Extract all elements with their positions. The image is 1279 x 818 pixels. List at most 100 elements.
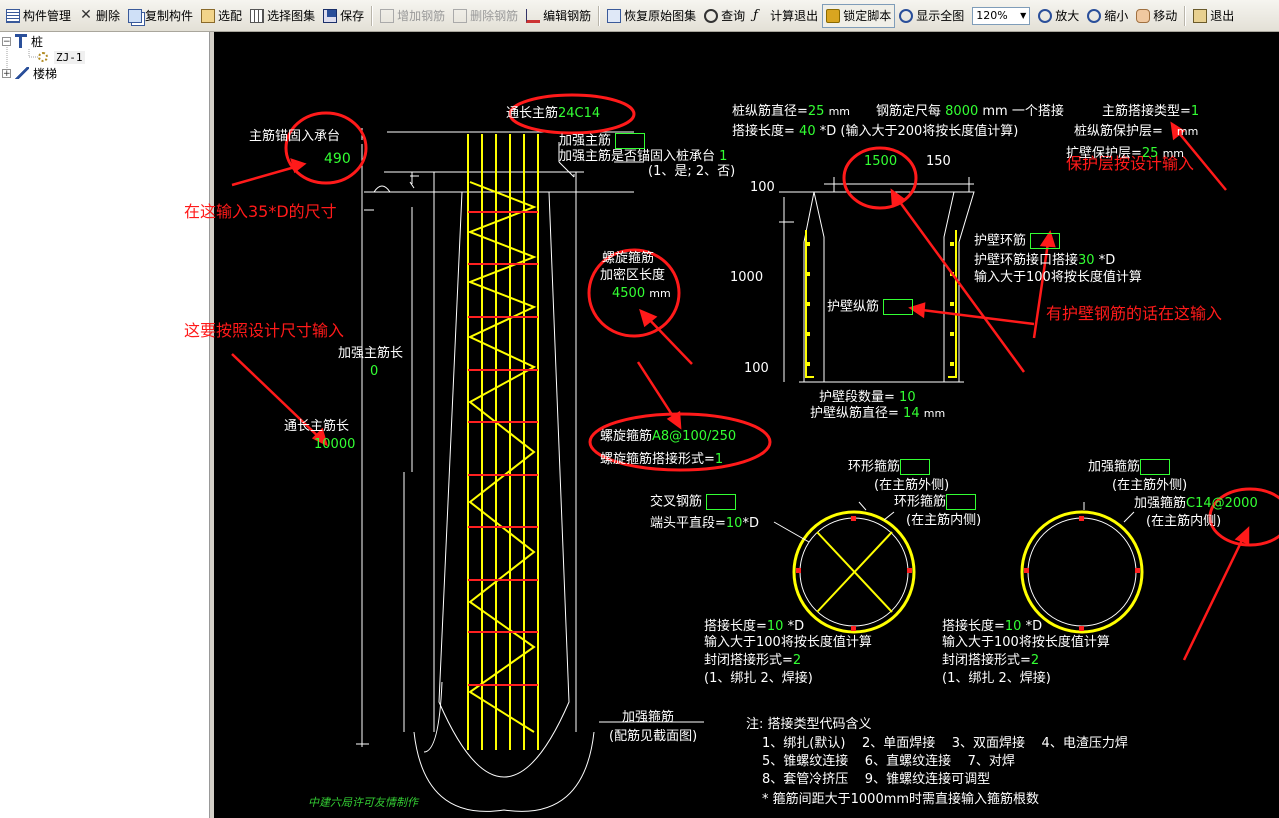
dense-zone-value[interactable]: 4500: [612, 286, 646, 301]
inside-main-2: (在主筋内侧): [1146, 514, 1222, 529]
lock-script-button[interactable]: 锁定脚本: [822, 3, 896, 28]
wall-long-dia-value[interactable]: 14: [903, 406, 920, 421]
function-icon: ƒ: [753, 7, 758, 23]
cross-section-2: [1020, 502, 1144, 634]
strength-bar-input[interactable]: [615, 133, 646, 149]
main-lap-type-value[interactable]: 1: [1190, 104, 1200, 119]
zoom-out-icon: [1087, 8, 1102, 23]
lap-len-row: 搭接长度= 40 *D (输入大于200将按长度值计算): [732, 124, 1019, 139]
tree-node-zj1[interactable]: ZJ-1: [38, 49, 85, 65]
strength-main-len-value[interactable]: 0: [370, 364, 379, 379]
wall-ring-input[interactable]: [1030, 233, 1061, 249]
strength-stirrup-outer-input[interactable]: [1140, 459, 1171, 475]
add-rebar-button[interactable]: 增加钢筋: [376, 4, 449, 28]
anchor-label: 主筋锚固入承台: [249, 129, 341, 144]
wall-ring-lap-value[interactable]: 30: [1078, 253, 1095, 268]
lap-len2-value[interactable]: 10: [1004, 619, 1022, 634]
strength-stirrup-value[interactable]: C14@2000: [1186, 496, 1258, 511]
drawing-canvas[interactable]: 通长主筋24C14 主筋锚固入承台 490 加强主筋 加强主筋是否锚固入桩承台 …: [184, 32, 1279, 818]
wall-long-input[interactable]: [883, 299, 914, 315]
main-rebars: [467, 134, 539, 750]
through-len-value[interactable]: 10000: [314, 437, 356, 452]
delete-rebar-icon: [453, 8, 468, 23]
strength-anchor-value[interactable]: 1: [719, 149, 728, 164]
cross-section-1: [773, 501, 916, 634]
end-straight-value[interactable]: 10: [725, 516, 743, 531]
lap-len-value[interactable]: 40: [799, 124, 816, 139]
query-button[interactable]: 查询: [700, 4, 749, 28]
cross-bar-row: 交叉钢筋: [650, 494, 737, 510]
lap-note1: 输入大于100将按长度值计算: [704, 635, 872, 650]
closed-lap1-value[interactable]: 2: [792, 653, 802, 668]
copy-component-button[interactable]: 复制构件: [124, 4, 197, 28]
strength-anchor-options: (1、是; 2、否): [648, 164, 736, 179]
fixed-len-row: 钢筋定尺每 8000 mm 一个搭接: [876, 104, 1064, 119]
spiral-lap-value[interactable]: 1: [714, 452, 724, 467]
ring-stirrup-outer-input[interactable]: [900, 459, 931, 475]
delete-x-icon: ✕: [80, 6, 92, 23]
main-toolbar: 构件管理 ✕删除 复制构件 选配 选择图集 保存 增加钢筋 删除钢筋 编辑钢筋 …: [0, 0, 1279, 32]
dense-zone-label: 加密区长度: [600, 268, 666, 283]
note-line4: * 箍筋间距大于1000mm时需直接输入箍筋根数: [762, 792, 1040, 807]
save-button[interactable]: 保存: [319, 4, 368, 28]
wall-section: [779, 177, 975, 383]
delete-button[interactable]: ✕删除: [80, 6, 121, 24]
tree-node-stairs[interactable]: + 楼梯: [2, 66, 58, 81]
gear-icon: [38, 52, 48, 62]
component-tree: − 桩 ZJ-1 + 楼梯: [0, 32, 210, 818]
spiral-label: 螺旋箍筋: [602, 251, 655, 266]
fixed-len-value[interactable]: 8000: [945, 104, 979, 119]
delete-rebar-button[interactable]: 删除钢筋: [449, 4, 522, 28]
select-config-button[interactable]: 选配: [197, 4, 246, 28]
note-design-size: 这要按照设计尺寸输入: [184, 321, 345, 340]
dim-1500[interactable]: 1500: [864, 154, 898, 169]
pile-cover-row: 桩纵筋保护层=mm: [1074, 124, 1199, 139]
pile-dia-row: 桩纵筋直径=25 mm: [732, 104, 851, 119]
zoom-level-select[interactable]: 120%▼: [972, 6, 1031, 25]
dim-150: 150: [926, 154, 951, 169]
restore-drawing-button[interactable]: 恢复原始图集: [603, 4, 700, 28]
expand-toggle-icon[interactable]: +: [2, 68, 11, 79]
toolbar-separator: [598, 5, 601, 26]
exit-door-icon: [1193, 8, 1208, 23]
chevron-down-icon: ▼: [1020, 11, 1027, 20]
cross-bar-input[interactable]: [706, 494, 737, 510]
section-note: (配筋见截面图): [609, 729, 698, 744]
closed-lap2-value[interactable]: 2: [1030, 653, 1040, 668]
pile-dia-value[interactable]: 25: [807, 104, 825, 119]
strength-stirrups: [468, 211, 538, 686]
closed-lap1-row: 封闭搭接形式=2: [704, 653, 802, 668]
copy-icon: [128, 8, 143, 23]
ring-stirrup-inner-input[interactable]: [946, 494, 977, 510]
exit-button[interactable]: 退出: [1189, 4, 1238, 28]
closed-lap2-options: (1、绑扎 2、焊接): [942, 671, 1051, 686]
wall-count-value[interactable]: 10: [899, 390, 916, 405]
move-button[interactable]: 移动: [1132, 4, 1181, 28]
component-mgmt-button[interactable]: 构件管理: [2, 4, 75, 28]
show-all-button[interactable]: 显示全图: [895, 4, 968, 28]
spiral-stirrup: [467, 181, 537, 733]
spiral-bar-value[interactable]: A8@100/250: [652, 429, 737, 444]
lap-len1-value[interactable]: 10: [766, 619, 784, 634]
magnifier-plus-icon: [899, 8, 914, 23]
edit-rebar-button[interactable]: 编辑钢筋: [522, 4, 595, 28]
wall-ring-row: 护壁环筋: [974, 233, 1061, 249]
zoom-out-button[interactable]: 缩小: [1083, 4, 1132, 28]
note-line3: 8、套管冷挤压 9、锥螺纹连接可调型: [762, 772, 991, 787]
select-drawing-button[interactable]: 选择图集: [246, 4, 319, 28]
closed-lap1-options: (1、绑扎 2、焊接): [704, 671, 813, 686]
anchor-value[interactable]: 490: [324, 151, 351, 167]
toolbar-separator: [371, 5, 374, 26]
pane-splitter[interactable]: [210, 32, 214, 818]
through-main-bar-value[interactable]: 24C14: [558, 106, 601, 121]
strength-stirrup-row-1: 加强箍筋: [1088, 459, 1171, 475]
collapse-toggle-icon[interactable]: −: [2, 36, 11, 47]
closed-lap2-row: 封闭搭接形式=2: [942, 653, 1040, 668]
zoom-in-button[interactable]: 放大: [1034, 4, 1083, 28]
restore-icon: [607, 8, 622, 23]
expand-cover-value[interactable]: 25: [1141, 146, 1159, 161]
clipboard-icon: [201, 8, 216, 23]
tree-node-pile[interactable]: − 桩: [2, 34, 44, 49]
wall-count-row: 护壁段数量= 10: [819, 390, 916, 405]
